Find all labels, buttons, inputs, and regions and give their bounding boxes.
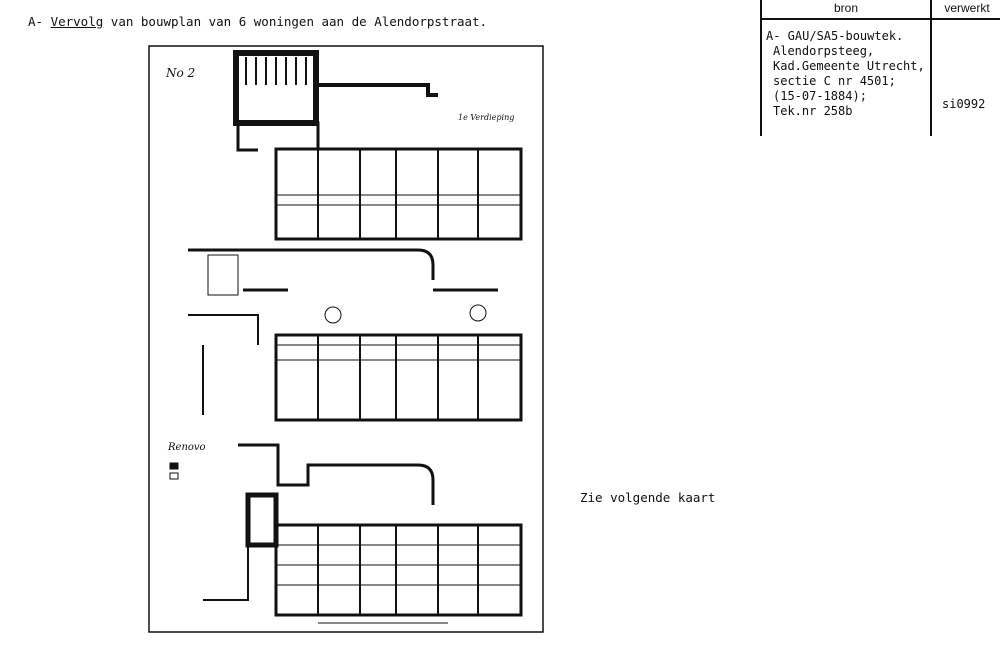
source-line: Alendorpsteeg, — [773, 44, 875, 58]
document-heading: A- Vervolg van bouwplan van 6 woningen a… — [28, 14, 487, 29]
source-line: A- GAU/SA5-bouwtek. — [766, 29, 904, 43]
header-bron: bron — [762, 0, 932, 20]
svg-text:1e Verdieping: 1e Verdieping — [458, 113, 514, 122]
verwerkt-value: si0992 — [942, 97, 986, 111]
source-line: sectie C nr 4501; — [773, 74, 896, 88]
header-verwerkt: verwerkt — [932, 0, 1000, 20]
svg-text:Renovo: Renovo — [167, 442, 206, 453]
note-next-map: Zie volgende kaart — [580, 490, 716, 505]
heading-prefix: A- — [28, 14, 51, 29]
svg-text:No 2: No 2 — [165, 66, 195, 80]
source-line: Tek.nr 258b — [773, 104, 853, 118]
heading-underlined: Vervolg — [50, 14, 104, 29]
plan-ground-floor — [188, 248, 523, 422]
plan-first-floor — [233, 50, 523, 241]
heading-rest: van bouwplan van 6 woningen aan de Alend… — [103, 14, 488, 29]
source-line: (15-07-1884); — [773, 89, 867, 103]
column-divider — [930, 18, 932, 136]
floor-plan-drawing: No 2 1e Verdieping Renovo — [148, 45, 544, 633]
plan-renovation — [169, 443, 523, 624]
source-table: bron verwerkt A- GAU/SA5-bouwtek.Alendor… — [760, 0, 1000, 136]
source-line: Kad.Gemeente Utrecht, — [773, 59, 925, 73]
source-text: A- GAU/SA5-bouwtek.Alendorpsteeg,Kad.Gem… — [766, 29, 925, 119]
